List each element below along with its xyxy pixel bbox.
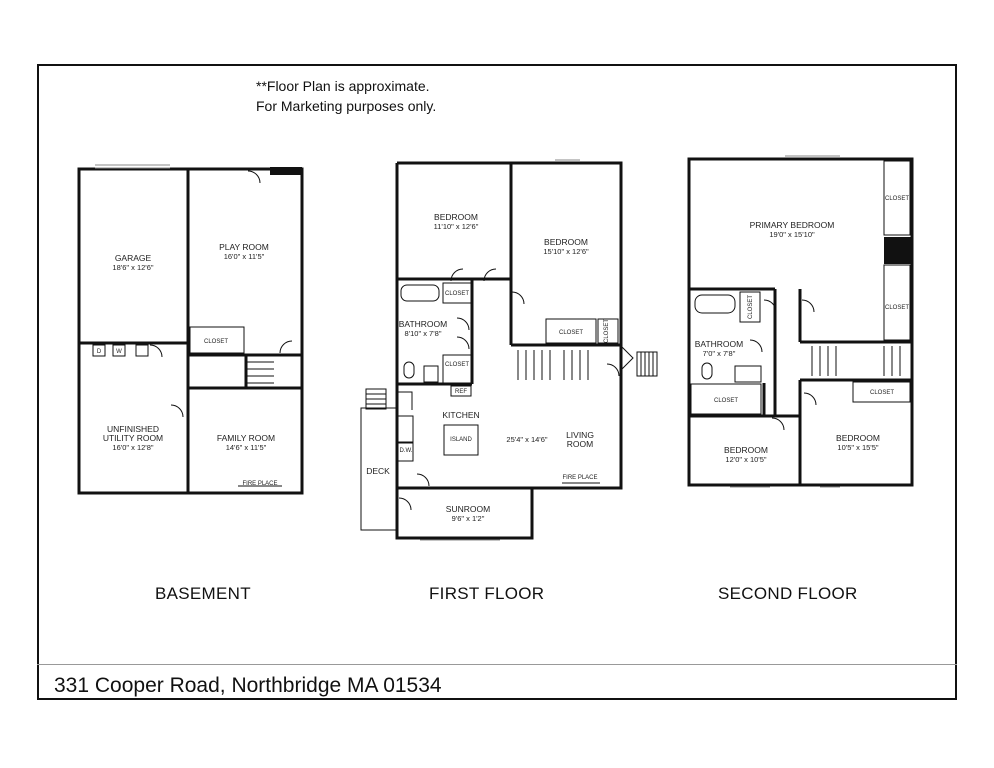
- property-address: 331 Cooper Road, Northbridge MA 01534: [54, 674, 442, 697]
- disclaimer-line-1: **Floor Plan is approximate.: [256, 78, 430, 94]
- first-floor-title: FIRST FLOOR: [429, 584, 545, 603]
- island-label: ISLAND: [450, 437, 472, 443]
- first-floor-details: [360, 268, 658, 531]
- utility-room-name-2: UTILITY ROOM: [103, 433, 163, 443]
- second-closet-e: CLOSET: [870, 390, 894, 396]
- second-floor-windows: [730, 155, 840, 488]
- primary-bedroom-dims: 19'0" x 15'10": [769, 230, 815, 239]
- first-floor-walls: [395, 161, 623, 540]
- family-room-name: FAMILY ROOM: [217, 433, 275, 443]
- garage-dims: 18'6" x 12'6": [112, 263, 153, 272]
- primary-bedroom-name: PRIMARY BEDROOM: [750, 220, 835, 230]
- second-bedroom-1-dims: 12'0" x 10'5": [725, 455, 766, 464]
- second-floor-title: SECOND FLOOR: [718, 584, 858, 603]
- first-closet-c: CLOSET: [604, 319, 610, 343]
- second-floor-chimney: [884, 237, 911, 264]
- second-bedroom-1-name: BEDROOM: [724, 445, 768, 455]
- garage-name: GARAGE: [115, 253, 152, 263]
- basement-title: BASEMENT: [155, 584, 251, 603]
- disclaimer-line-2: For Marketing purposes only.: [256, 98, 437, 114]
- refrigerator-label: REF: [455, 389, 467, 395]
- basement-fireplace-label: FIRE PLACE: [242, 481, 277, 487]
- sunroom-name: SUNROOM: [446, 504, 490, 514]
- basement-chimney: [270, 167, 302, 175]
- second-closet-a: CLOSET: [885, 196, 909, 202]
- first-bedroom-2-dims: 15'10" x 12'6": [543, 247, 589, 256]
- play-room-dims: 16'0" x 11'5": [224, 252, 265, 261]
- first-closet-b: CLOSET: [559, 330, 583, 336]
- first-floor-windows: [420, 159, 580, 541]
- first-bedroom-1-dims: 11'10" x 12'6": [434, 222, 479, 231]
- second-bathroom-name: BATHROOM: [695, 339, 743, 349]
- sunroom-dims: 9'6" x 1'2": [452, 514, 485, 523]
- first-closet-a: CLOSET: [445, 291, 469, 297]
- living-room-name-2: ROOM: [567, 439, 593, 449]
- basement-windows: [95, 164, 170, 169]
- living-room-name-1: LIVING: [566, 430, 594, 440]
- utility-room-dims: 16'0" x 12'8": [112, 443, 153, 452]
- washer-label: W: [116, 349, 122, 355]
- second-closet-d: CLOSET: [714, 398, 738, 404]
- first-bathroom-dims: 8'10" x 7'8": [405, 329, 442, 338]
- family-room-dims: 14'6" x 11'5": [226, 443, 267, 452]
- dishwasher-label: D.W.: [400, 448, 413, 454]
- play-room-name: PLAY ROOM: [219, 242, 269, 252]
- second-bathroom-dims: 7'0" x 7'8": [703, 349, 736, 358]
- sheet-border: [37, 64, 957, 700]
- first-bedroom-1-name: BEDROOM: [434, 212, 478, 222]
- first-closet-d: CLOSET: [445, 362, 469, 368]
- second-closet-c: CLOSET: [748, 295, 754, 319]
- second-floor-walls: [687, 157, 914, 487]
- dryer-label: D: [97, 349, 102, 355]
- basement-closet-label: CLOSET: [204, 339, 228, 345]
- first-fireplace-label: FIRE PLACE: [562, 475, 597, 481]
- second-floor-labels: PRIMARY BEDROOM 19'0" x 15'10" CLOSET CL…: [695, 196, 910, 464]
- second-bedroom-2-dims: 10'5" x 15'5": [837, 443, 878, 452]
- first-floor-labels: BEDROOM 11'10" x 12'6" BEDROOM 15'10" x …: [366, 212, 610, 523]
- deck-label: DECK: [366, 466, 390, 476]
- second-bedroom-2-name: BEDROOM: [836, 433, 880, 443]
- address-divider: [37, 664, 957, 665]
- second-closet-b: CLOSET: [885, 305, 909, 311]
- kitchen-name: KITCHEN: [442, 410, 479, 420]
- first-bathroom-name: BATHROOM: [399, 319, 447, 329]
- second-floor-details: [690, 160, 911, 431]
- first-bedroom-2-name: BEDROOM: [544, 237, 588, 247]
- basement-details: [92, 170, 293, 487]
- living-room-dims: 25'4" x 14'6": [506, 435, 547, 444]
- basement-labels: GARAGE 18'6" x 12'6" PLAY ROOM 16'0" x 1…: [97, 242, 278, 487]
- utility-room-name-1: UNFINISHED: [107, 424, 159, 434]
